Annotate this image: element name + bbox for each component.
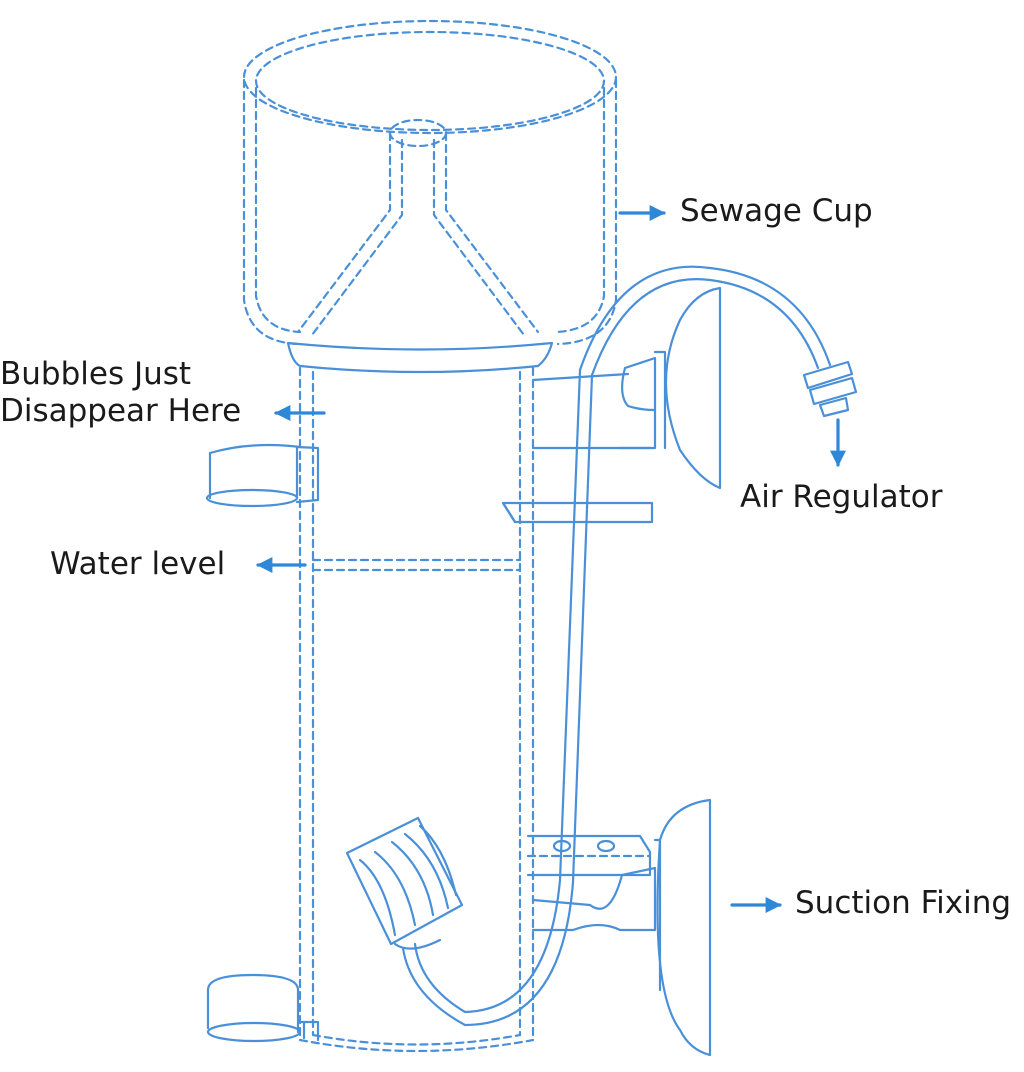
lower-suction-bracket [526, 798, 712, 1057]
bubbles-label-line2: Disappear Here [0, 393, 242, 429]
sewage-cup-label: Sewage Cup [680, 193, 873, 229]
water-level-label: Water level [50, 546, 226, 582]
suction-fixing-label: Suction Fixing [795, 885, 1012, 921]
bubbles-label: Bubbles Just Disappear Here [0, 356, 241, 430]
airstone [345, 816, 464, 950]
water-level-line [311, 558, 522, 572]
air-regulator [802, 360, 858, 418]
bubbles-label-line1: Bubbles Just [0, 356, 192, 392]
upper-clip [205, 443, 320, 508]
lower-clip [206, 973, 320, 1043]
mid-clamp-bar [501, 501, 654, 524]
label-arrows [256, 205, 846, 913]
main-tube [298, 366, 535, 1053]
air-tube [401, 265, 832, 1027]
sewage-cup [242, 19, 618, 374]
air-regulator-label: Air Regulator [740, 479, 943, 515]
upper-suction-bracket [531, 286, 722, 490]
